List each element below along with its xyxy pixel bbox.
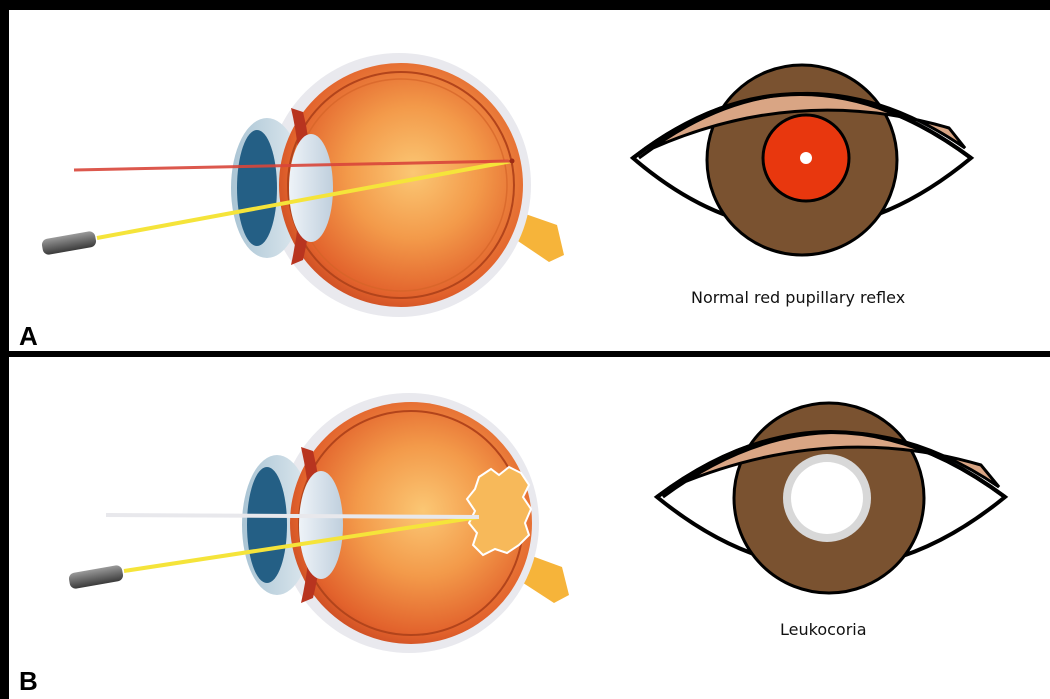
reflected-white-beam — [106, 515, 479, 517]
panel-b: Leukocoria B — [0, 354, 1050, 699]
lens — [299, 471, 343, 579]
panel-b-illustration — [9, 357, 1050, 699]
eye-cross-section-icon — [231, 53, 564, 317]
panel-label-b: B — [19, 668, 38, 694]
anterior-chamber — [247, 467, 287, 583]
caption-leukocoria: Leukocoria — [780, 620, 867, 639]
leukocoria-pupil — [791, 462, 863, 534]
panel-label-a: A — [19, 323, 38, 349]
eye-cross-section-icon — [242, 393, 569, 653]
corneal-light-reflex — [800, 152, 812, 164]
anterior-chamber — [237, 130, 277, 246]
panel-a: Normal red pupillary reflex A — [0, 0, 1050, 354]
eye-front-view-icon — [657, 403, 1005, 593]
caption-normal-red-reflex: Normal red pupillary reflex — [691, 288, 905, 307]
lens — [289, 134, 333, 242]
eye-front-view-icon — [633, 65, 971, 255]
penlight-icon — [68, 564, 124, 589]
penlight-icon — [41, 230, 97, 255]
